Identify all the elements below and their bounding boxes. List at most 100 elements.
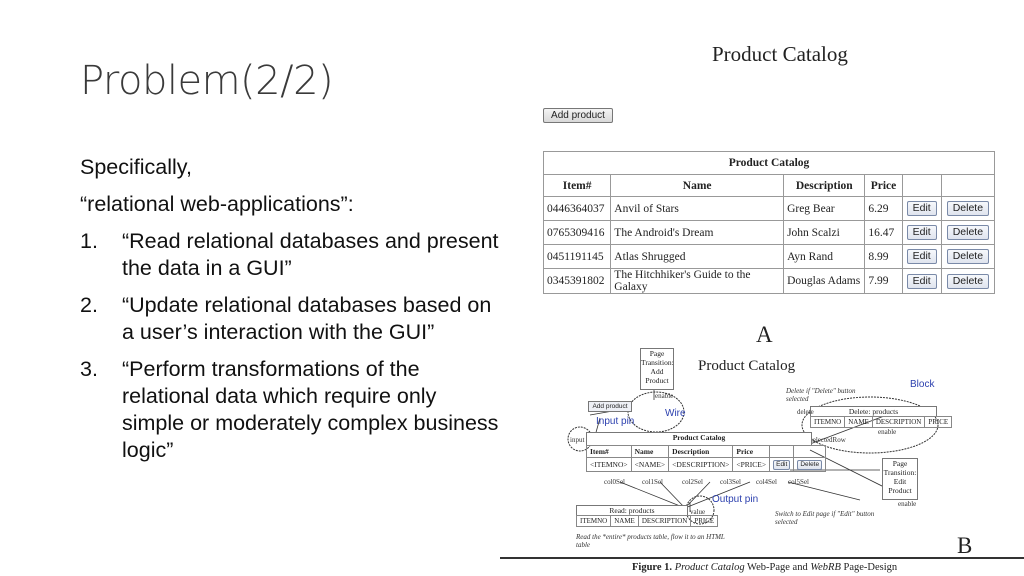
intro-text: Specifically, — [80, 155, 192, 179]
page-transition-text: Page — [649, 349, 665, 358]
column-cell: PRICE — [690, 515, 719, 527]
catalog-row-cell: <DESCRIPTION> — [668, 457, 734, 472]
output-pin-label: Output pin — [712, 494, 759, 505]
block-label: Block — [910, 379, 935, 390]
page-transition-text: Edit — [893, 477, 907, 486]
catalog-header-cell: Name — [630, 445, 670, 458]
header-edit — [901, 174, 942, 197]
read-note: Read the *entire* products table, flow i… — [576, 533, 725, 549]
edit-button[interactable]: Edit — [906, 273, 937, 289]
catalog-header-cell: Price — [732, 445, 771, 458]
delete-note: Delete if "Delete" button selected — [786, 387, 856, 403]
edit-note: Switch to Edit page if "Edit" button sel… — [775, 510, 875, 526]
col-sel-label: col4Sel — [756, 478, 777, 486]
cell-item: 0345391802 — [542, 268, 612, 294]
subtitle-text: “relational web-applications”: — [80, 192, 354, 216]
column-cell: DESCRIPTION — [871, 416, 926, 428]
caption-text-2: Web-Page and — [747, 562, 808, 573]
delete-button[interactable]: Delete — [946, 273, 990, 289]
catalog-row-cell: <PRICE> — [732, 457, 771, 472]
cell-description: Ayn Rand — [783, 244, 866, 269]
table-row: 0765309416 The Android's Dream John Scal… — [542, 220, 996, 245]
edit-button[interactable]: Edit — [906, 249, 937, 264]
catalog-row-cell: Delete — [793, 457, 827, 472]
input-label: input — [570, 436, 585, 444]
cell-delete: Delete — [940, 196, 996, 221]
edit-button[interactable]: Edit — [906, 225, 937, 240]
list-text: “Read relational databases and present t… — [122, 229, 499, 280]
cell-edit: Edit — [901, 196, 942, 221]
catalog-header-cell: Description — [668, 445, 734, 458]
cell-edit: Edit — [901, 244, 942, 269]
add-product-mini-button: Add product — [588, 401, 632, 412]
slide-title: Problem(2/2) — [80, 58, 334, 104]
edit-button[interactable]: Edit — [906, 201, 937, 216]
page-transition-add-box: Page Transition: Add Product — [640, 348, 674, 390]
value-label: value — [690, 508, 706, 516]
table-row: 0345391802 The Hitchhiker's Guide to the… — [542, 268, 996, 294]
column-cell: DESCRIPTION — [637, 515, 692, 527]
delete-button[interactable]: Delete — [946, 201, 990, 216]
list-item: 2. “Update relational databases based on … — [80, 292, 500, 346]
delete-button[interactable]: Delete — [946, 249, 990, 264]
caption-text-3: WebRB — [810, 562, 841, 573]
page-transition-text: Product — [888, 486, 912, 495]
header-name: Name — [610, 174, 785, 197]
caption-text-4: Page-Design — [843, 562, 898, 573]
input-pin-label: Input pin — [596, 416, 635, 427]
selected-label: selectedRow — [810, 436, 846, 444]
catalog-header-cell — [793, 445, 827, 458]
table-row: 0446364037 Anvil of Stars Greg Bear 6.29… — [542, 196, 996, 221]
list-number: 2. — [80, 293, 98, 317]
col-sel-label: col2Sel — [682, 478, 703, 486]
figure-b-title: Product Catalog — [698, 358, 796, 374]
catalog-row-cell: <NAME> — [630, 457, 670, 472]
figure-a-title: Product Catalog — [712, 42, 848, 66]
cell-price: 8.99 — [864, 244, 903, 269]
delete-mini-button: Delete — [797, 460, 823, 470]
column-cell: NAME — [610, 515, 639, 527]
cell-price: 7.99 — [864, 268, 903, 294]
caption-prefix: Figure 1. — [632, 562, 673, 573]
cell-description: Douglas Adams — [783, 268, 866, 294]
edit-mini-button: Edit — [773, 460, 791, 470]
col-sel-label: col5Sel — [788, 478, 809, 486]
page-transition-text: Transition: — [641, 358, 674, 367]
caption-rule — [500, 557, 1024, 559]
cell-delete: Delete — [940, 220, 996, 245]
table-caption: Product Catalog — [543, 151, 995, 174]
cell-delete: Delete — [940, 244, 996, 269]
page-transition-text: Add — [650, 367, 664, 376]
page-design-diagram: Page Transition: Add Product Product Cat… — [560, 340, 1020, 555]
delete-pin-label: delete — [797, 408, 814, 416]
figure-a-label: A — [756, 322, 773, 347]
header-price: Price — [864, 174, 903, 197]
delete-button[interactable]: Delete — [946, 225, 990, 240]
wire-label: Wire — [665, 408, 686, 419]
cell-price: 16.47 — [864, 220, 903, 245]
figure-caption: Figure 1. Product Catalog Web-Page and W… — [632, 562, 897, 573]
cell-item: 0446364037 — [542, 196, 612, 221]
header-description: Description — [783, 174, 866, 197]
cell-price: 6.29 — [864, 196, 903, 221]
list-text: “Update relational databases based on a … — [122, 293, 492, 344]
list-item: 3.“Perform transformations of the relati… — [80, 356, 500, 464]
page-transition-text: Transition: — [883, 468, 917, 477]
catalog-template-table: Item# Name Description Price <ITEMNO> <N… — [586, 445, 827, 472]
page-transition-edit-box: Page Transition: Edit Product — [882, 458, 918, 500]
list-item: 1.“Read relational databases and present… — [80, 228, 500, 282]
catalog-row-cell: Edit — [769, 457, 795, 472]
cell-edit: Edit — [901, 268, 942, 294]
catalog-header-cell: Item# — [586, 445, 632, 458]
cell-edit: Edit — [901, 220, 942, 245]
enable-label: enable — [655, 392, 674, 400]
enable-label-2: enable — [878, 428, 897, 436]
header-item: Item# — [542, 174, 612, 197]
catalog-row-cell: <ITEMNO> — [586, 457, 632, 472]
column-cell: ITEMNO — [575, 515, 612, 527]
add-product-button[interactable]: Add product — [543, 108, 613, 123]
col-sel-label: col1Sel — [642, 478, 663, 486]
table-row: 0451191145 Atlas Shrugged Ayn Rand 8.99 … — [542, 244, 996, 269]
header-delete — [940, 174, 996, 197]
